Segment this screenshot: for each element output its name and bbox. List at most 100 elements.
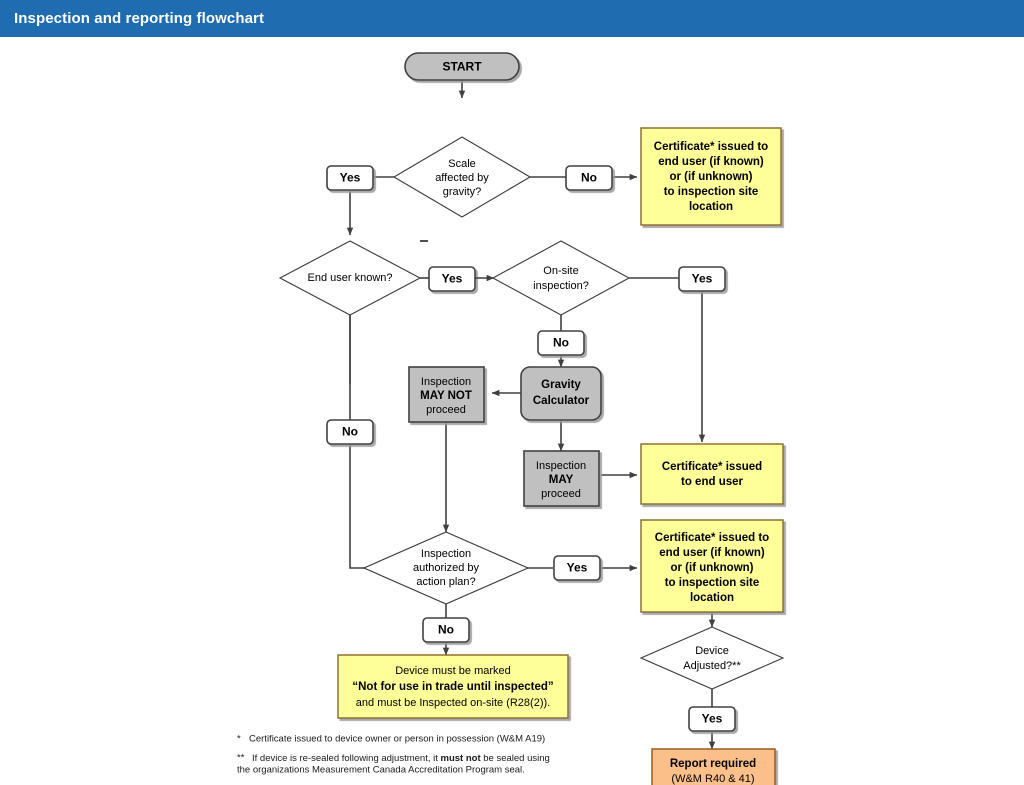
actionplan-line1: Inspection [421, 548, 471, 560]
footnote-2-part1: If device is re-sealed following adjustm… [252, 753, 441, 764]
cert-top-line2: end user (if known) [658, 156, 764, 168]
cert-bottom-line1: Certificate* issued to [655, 532, 769, 544]
no-enduser-label: No [342, 425, 358, 439]
gravity-calc-line2: Calculator [533, 395, 590, 407]
connector-yes-gravity[interactable]: Yes [326, 165, 374, 191]
cert-top-line1: Certificate* issued to [654, 141, 768, 153]
may-not-line2: MAY NOT [420, 390, 472, 402]
footnote-2-part2: be sealed using [481, 753, 550, 764]
report-line2: (W&M R40 & 41) [671, 773, 754, 785]
footnote-2-line1: If device is re-sealed following adjustm… [252, 753, 550, 764]
may-not-shape [408, 366, 485, 423]
start-shape [404, 52, 520, 81]
actionplan-line3: action plan? [416, 576, 475, 588]
onsite-diamond-shape [491, 240, 631, 316]
gravity-label-line2: affected by [435, 172, 489, 184]
device-marked-line1: Device must be marked [395, 665, 511, 677]
gravity-calc-line1: Gravity [541, 379, 581, 391]
adjusted-line1: Device [695, 645, 729, 657]
may-line3: proceed [541, 488, 581, 500]
yes-enduser-label: Yes [442, 272, 463, 286]
cert-bottom-shape [640, 519, 784, 613]
device-marked-line2: “Not for use in trade until inspected” [352, 681, 553, 693]
cert-top-shape [640, 127, 782, 226]
start-label: START [442, 60, 482, 74]
connector-no-enduser[interactable]: No [326, 419, 374, 445]
may-line1: Inspection [536, 460, 586, 472]
no-gravity-label: No [581, 171, 597, 185]
onsite-label-line1: On-site [543, 265, 578, 277]
report-document-shape [651, 748, 776, 785]
actionplan-line2: authorized by [413, 562, 480, 574]
node-device-marked[interactable]: Device must be marked “Not for use in tr… [337, 654, 569, 719]
cert-bottom-line5: location [690, 592, 734, 604]
report-line1: Report required [670, 758, 756, 770]
connector-no-actionplan[interactable]: No [422, 617, 470, 643]
connector-yes-adjusted[interactable]: Yes [688, 706, 736, 732]
page-title: Inspection and reporting flowchart [14, 10, 265, 27]
node-report-required[interactable]: Report required (W&M R40 & 41) [651, 748, 776, 785]
device-marked-line3: and must be Inspected on-site (R28(2)). [356, 697, 550, 709]
yes-onsite-shape [678, 266, 726, 292]
node-decision-device-adjusted[interactable]: Device Adjusted?** [639, 626, 785, 690]
yes-actionplan-label: Yes [567, 561, 588, 575]
no-gravity-shape [565, 165, 613, 191]
node-decision-onsite[interactable]: On-site inspection? [491, 240, 631, 316]
adjusted-line2: Adjusted?** [683, 660, 741, 672]
node-decision-action-plan[interactable]: Inspection authorized by action plan? [362, 531, 530, 605]
node-decision-gravity[interactable]: Scale affected by gravity? [392, 136, 532, 218]
node-decision-enduser[interactable]: End user known? [278, 240, 422, 316]
connector-no-onsite[interactable]: No [537, 330, 585, 356]
node-inspection-may-not-proceed[interactable]: Inspection MAY NOT proceed [408, 366, 485, 423]
yes-enduser-shape [428, 266, 476, 292]
gravity-calc-shape [520, 366, 602, 421]
no-onsite-shape [537, 330, 585, 356]
yes-adjusted-label: Yes [702, 712, 723, 726]
node-certificate-top[interactable]: Certificate* issued to end user (if know… [640, 127, 782, 226]
cert-mid-line1: Certificate* issued [662, 461, 762, 473]
no-enduser-shape [326, 419, 374, 445]
actionplan-diamond-shape [362, 531, 530, 605]
footnote-1-marker: * [237, 734, 241, 745]
gravity-label-line3: gravity? [443, 186, 482, 198]
cert-top-line4: to inspection site [664, 186, 759, 198]
cert-bottom-line3: or (if unknown) [670, 562, 753, 574]
device-marked-shape [337, 654, 569, 719]
cert-top-line3: or (if unknown) [669, 171, 752, 183]
node-certificate-mid[interactable]: Certificate* issued to end user [640, 443, 784, 505]
may-line2: MAY [549, 474, 574, 486]
connector-yes-enduser[interactable]: Yes [428, 266, 476, 292]
window-title-bar: Inspection and reporting flowchart [0, 0, 1024, 37]
footnote-2-line2: the organizations Measurement Canada Acc… [237, 765, 525, 776]
footnote-1-text: Certificate issued to device owner or pe… [249, 734, 545, 745]
gravity-label-line1: Scale [448, 158, 476, 170]
edge-no-enduser-to-actionplan [349, 443, 397, 572]
connector-yes-onsite[interactable]: Yes [678, 266, 726, 292]
yes-gravity-shape [326, 165, 374, 191]
cert-bottom-line4: to inspection site [665, 577, 760, 589]
no-actionplan-label: No [438, 623, 454, 637]
gravity-diamond-shape [392, 136, 532, 218]
flowchart-canvas: START Scale affected by gravity? Yes No [0, 37, 1024, 785]
node-inspection-may-proceed[interactable]: Inspection MAY proceed [523, 450, 600, 507]
may-not-line3: proceed [426, 404, 466, 416]
yes-gravity-label: Yes [340, 171, 361, 185]
yes-actionplan-shape [553, 555, 601, 581]
no-actionplan-shape [422, 617, 470, 643]
node-start[interactable]: START [404, 52, 520, 81]
footnote-2-bold: must not [441, 753, 482, 764]
connector-yes-actionplan[interactable]: Yes [553, 555, 601, 581]
cert-bottom-line2: end user (if known) [659, 547, 765, 559]
yes-onsite-label: Yes [692, 272, 713, 286]
enduser-label: End user known? [308, 272, 393, 284]
may-not-line1: Inspection [421, 376, 471, 388]
cert-mid-shape [640, 443, 784, 505]
connector-no-gravity[interactable]: No [565, 165, 613, 191]
no-onsite-label: No [553, 336, 569, 350]
may-shape [523, 450, 600, 507]
node-certificate-bottom[interactable]: Certificate* issued to end user (if know… [640, 519, 784, 613]
node-gravity-calculator[interactable]: Gravity Calculator [520, 366, 602, 421]
onsite-label-line2: inspection? [533, 280, 589, 292]
cert-top-line5: location [689, 201, 733, 213]
